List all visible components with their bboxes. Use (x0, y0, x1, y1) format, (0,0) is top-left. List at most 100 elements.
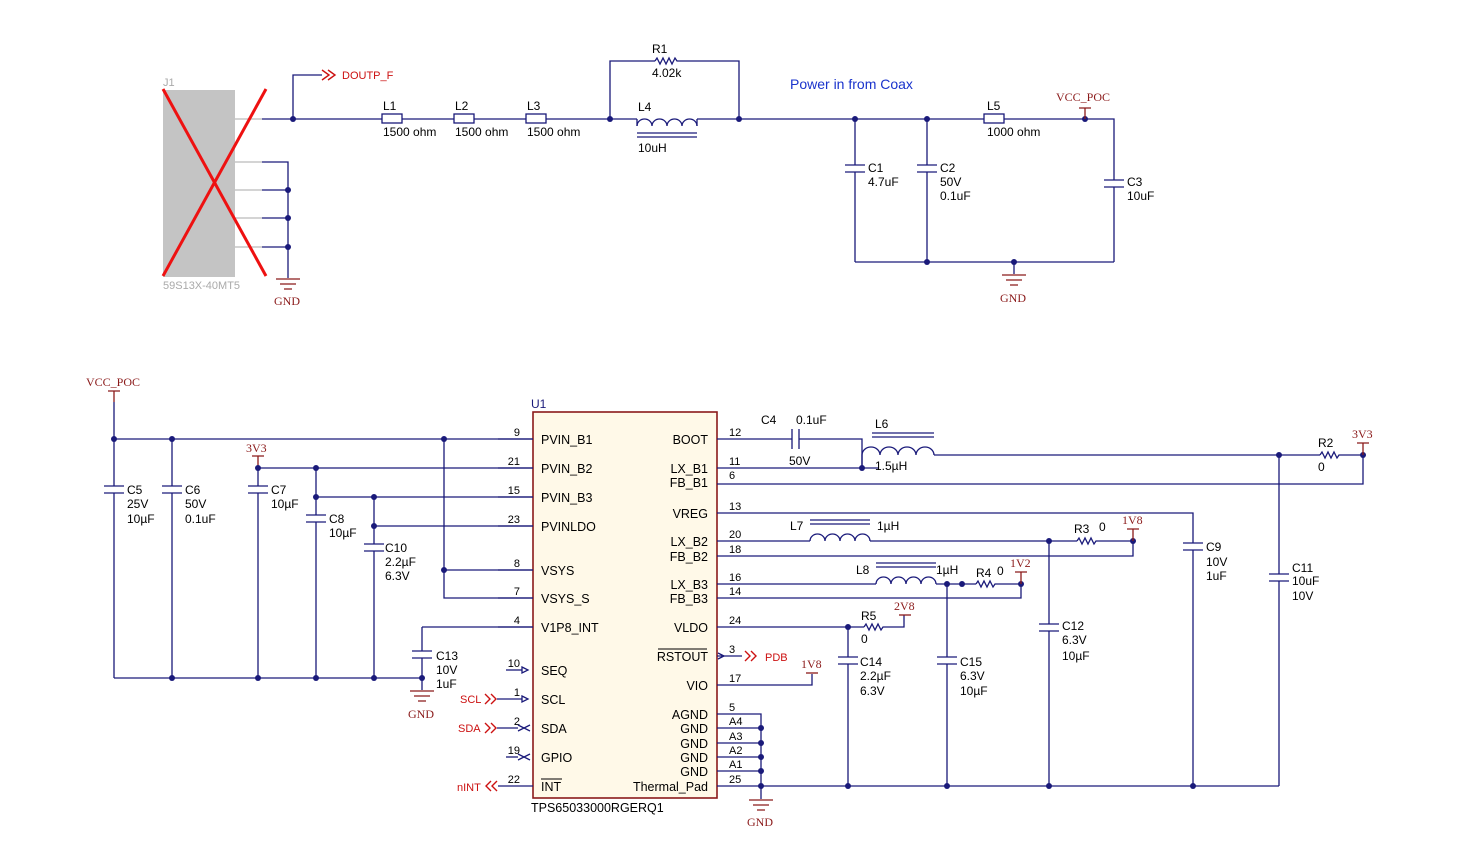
svg-text:0: 0 (861, 632, 868, 646)
capacitor-c12: C12 6.3V 10µF (1039, 619, 1090, 663)
ic-pin-name: Thermal_Pad (633, 780, 708, 794)
ic-pin-number: A2 (729, 745, 742, 757)
ic-pin-number: 24 (729, 615, 741, 627)
svg-text:6.3V: 6.3V (385, 569, 410, 583)
svg-text:R1: R1 (652, 42, 668, 56)
svg-text:C9: C9 (1206, 540, 1222, 554)
ic-pin-number: 1 (514, 687, 520, 699)
svg-text:10V: 10V (1206, 555, 1227, 569)
svg-text:C10: C10 (385, 541, 407, 555)
ic-pin-number: 2 (514, 716, 520, 728)
ic-pin-name: PVINLDO (541, 520, 596, 534)
resistor-r1: R1 4.02k (652, 42, 682, 80)
svg-text:VCC_POC: VCC_POC (86, 375, 140, 389)
ic-pin-number: 21 (508, 456, 520, 468)
svg-text:10µF: 10µF (329, 526, 357, 540)
vcc-poc-symbol: VCC_POC (86, 375, 140, 402)
svg-text:C14: C14 (860, 655, 882, 669)
ic-pins: PVIN_B19PVIN_B221PVIN_B315PVINLDO23VSYS8… (498, 427, 742, 794)
ic-pin-name: RSTOUT (657, 650, 709, 664)
svg-text:10uF: 10uF (1292, 574, 1319, 588)
ic-pin-name: V1P8_INT (541, 621, 599, 635)
svg-text:1500 ohm: 1500 ohm (527, 125, 580, 139)
svg-text:1V8: 1V8 (801, 657, 822, 671)
svg-text:1µH: 1µH (877, 519, 899, 533)
svg-text:1V2: 1V2 (1010, 556, 1031, 570)
connector-j1: J1 59S13X-40MT5 (161, 77, 268, 292)
ferrite-l3: L3 1500 ohm (525, 99, 580, 139)
ic-pin-name: GND (680, 765, 708, 779)
j1-part: 59S13X-40MT5 (163, 280, 240, 292)
svg-text:C2: C2 (940, 161, 956, 175)
seq-input-arrow (506, 665, 530, 675)
sda-net-port: SDA (458, 722, 531, 735)
ic-pin-name: FB_B2 (670, 550, 708, 564)
svg-text:C8: C8 (329, 512, 345, 526)
v1v8-symbol: 1V8 (801, 657, 822, 674)
capacitor-c13: C13 10V 1uF (412, 649, 458, 691)
svg-text:C4: C4 (761, 413, 777, 427)
svg-text:C11: C11 (1292, 561, 1313, 575)
svg-text:L4: L4 (638, 100, 652, 114)
svg-text:L7: L7 (790, 519, 804, 533)
resistor-r4: R4 0 (975, 564, 1021, 589)
ic-pin-name: PVIN_B2 (541, 462, 592, 476)
inductor-l7: L7 1µH (790, 519, 899, 542)
nint-net-port: nINT (457, 780, 533, 794)
ic-pin-number: 6 (729, 470, 735, 482)
ic-pin-number: 5 (729, 702, 735, 714)
svg-text:L3: L3 (527, 99, 541, 113)
svg-text:10µF: 10µF (271, 497, 299, 511)
svg-text:0: 0 (1318, 460, 1325, 474)
pdb-net-port: PDB (717, 650, 788, 664)
ic-pin-name: VIO (686, 679, 708, 693)
ic-pin-number: 16 (729, 572, 741, 584)
svg-text:L1: L1 (383, 99, 397, 113)
svg-text:10uH: 10uH (638, 141, 667, 155)
ic-pin-name: LX_B1 (670, 462, 708, 476)
ic-pin-number: 11 (729, 456, 740, 468)
capacitor-c1: C1 4.7uF (845, 161, 899, 189)
svg-text:0.1uF: 0.1uF (796, 413, 827, 427)
svg-text:R5: R5 (861, 609, 877, 623)
ic-pin-name: VREG (673, 507, 708, 521)
svg-text:C5: C5 (127, 483, 143, 497)
svg-text:2V8: 2V8 (894, 599, 915, 613)
ic-pin-name: VLDO (674, 621, 708, 635)
ic-pin-name: FB_B1 (670, 476, 708, 490)
dnp-cross-line (161, 88, 268, 277)
svg-text:1500 ohm: 1500 ohm (455, 125, 508, 139)
svg-text:10V: 10V (1292, 589, 1313, 603)
ic-pin-name: VSYS (541, 564, 574, 578)
ic-pin-name: INT (541, 780, 562, 794)
svg-text:0.1uF: 0.1uF (940, 189, 971, 203)
svg-text:1.5µH: 1.5µH (875, 459, 907, 473)
ic-pin-number: 7 (514, 586, 520, 598)
svg-text:50V: 50V (789, 454, 810, 468)
ic-pin-number: 4 (514, 615, 520, 627)
ic-pin-number: 10 (508, 658, 520, 670)
capacitor-c3: C3 10uF (1104, 175, 1154, 203)
ic-pin-name: FB_B3 (670, 592, 708, 606)
svg-text:C12: C12 (1062, 619, 1084, 633)
svg-text:10µF: 10µF (127, 512, 155, 526)
ic-pin-name: GND (680, 737, 708, 751)
svg-text:50V: 50V (940, 175, 961, 189)
ic-pin-number: 22 (508, 774, 520, 786)
svg-text:SDA: SDA (458, 723, 481, 735)
ic-pin-number: 15 (508, 485, 520, 497)
svg-text:C15: C15 (960, 655, 982, 669)
svg-text:0: 0 (997, 564, 1004, 578)
svg-text:4.7uF: 4.7uF (868, 175, 899, 189)
svg-text:C7: C7 (271, 483, 287, 497)
svg-text:L8: L8 (856, 563, 870, 577)
ic-pin-name: LX_B3 (670, 578, 708, 592)
inductor-l4: L4 10uH (636, 100, 698, 155)
ic-pin-number: 14 (729, 586, 741, 598)
ic-pin-number: A1 (729, 759, 742, 771)
resistor-r5: R5 0 (861, 609, 905, 646)
svg-text:1V8: 1V8 (1122, 513, 1143, 527)
svg-text:3V3: 3V3 (1352, 427, 1373, 441)
vcc-poc-symbol: VCC_POC (1056, 90, 1110, 119)
